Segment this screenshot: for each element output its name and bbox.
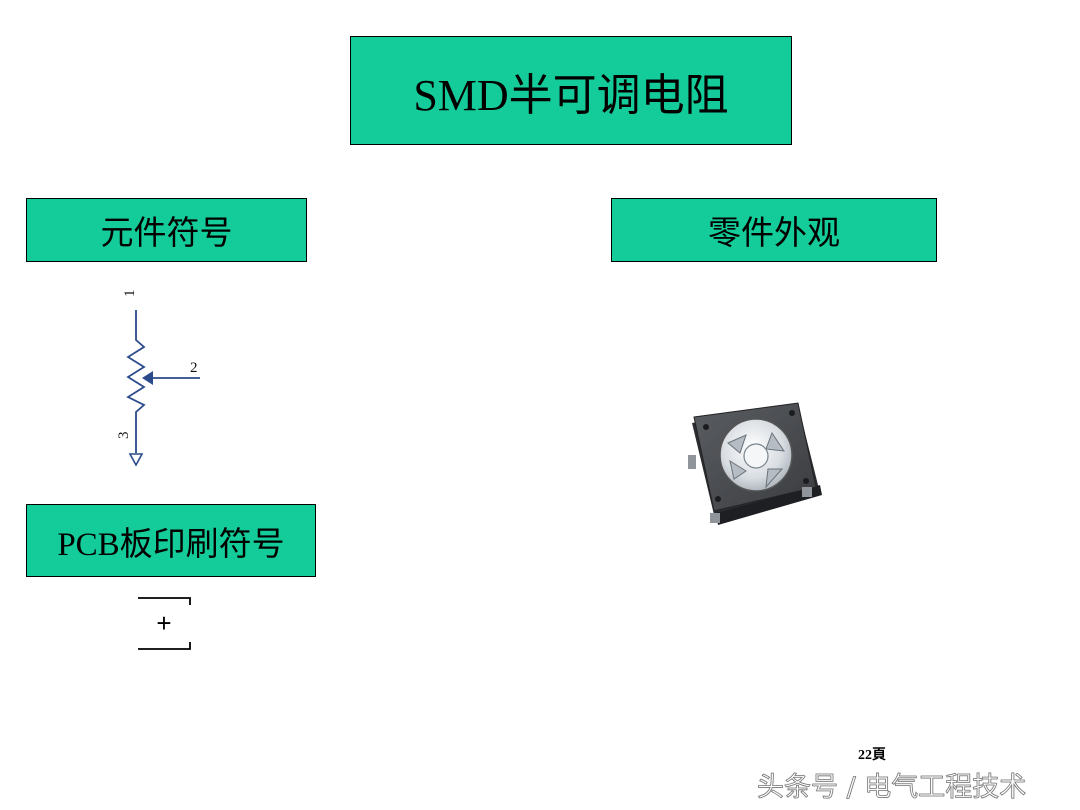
- part-appearance-heading-text: 零件外观: [708, 216, 840, 252]
- pin-2-label: 2: [190, 360, 198, 376]
- watermark-text: 头条号 / 电气工程技术: [757, 772, 1027, 804]
- resistor-zigzag: [126, 310, 146, 453]
- pcb-plus-mark: +: [156, 608, 171, 638]
- component-symbol-heading-text: 元件符号: [100, 216, 233, 252]
- ground-triangle-icon: [128, 453, 144, 467]
- pcb-print-symbol-heading: PCB板印刷符号: [26, 504, 316, 577]
- pin-3-label: 3: [116, 432, 132, 440]
- pcb-silkscreen-symbol: +: [138, 597, 191, 650]
- slide-title: SMD半可调电阻: [350, 36, 792, 145]
- slide-title-text: SMD半可调电阻: [413, 70, 729, 120]
- pcb-print-symbol-heading-text: PCB板印刷符号: [57, 526, 285, 563]
- part-appearance-heading: 零件外观: [611, 198, 937, 262]
- variable-resistor-schematic: 1 2 3: [116, 290, 200, 467]
- component-symbol-heading: 元件符号: [26, 198, 307, 262]
- wiper-arrow-icon: [142, 371, 153, 385]
- page-number: 22頁: [858, 748, 886, 763]
- smd-trimmer-potentiometer-image: [688, 402, 822, 525]
- pin-1-label: 1: [122, 290, 138, 298]
